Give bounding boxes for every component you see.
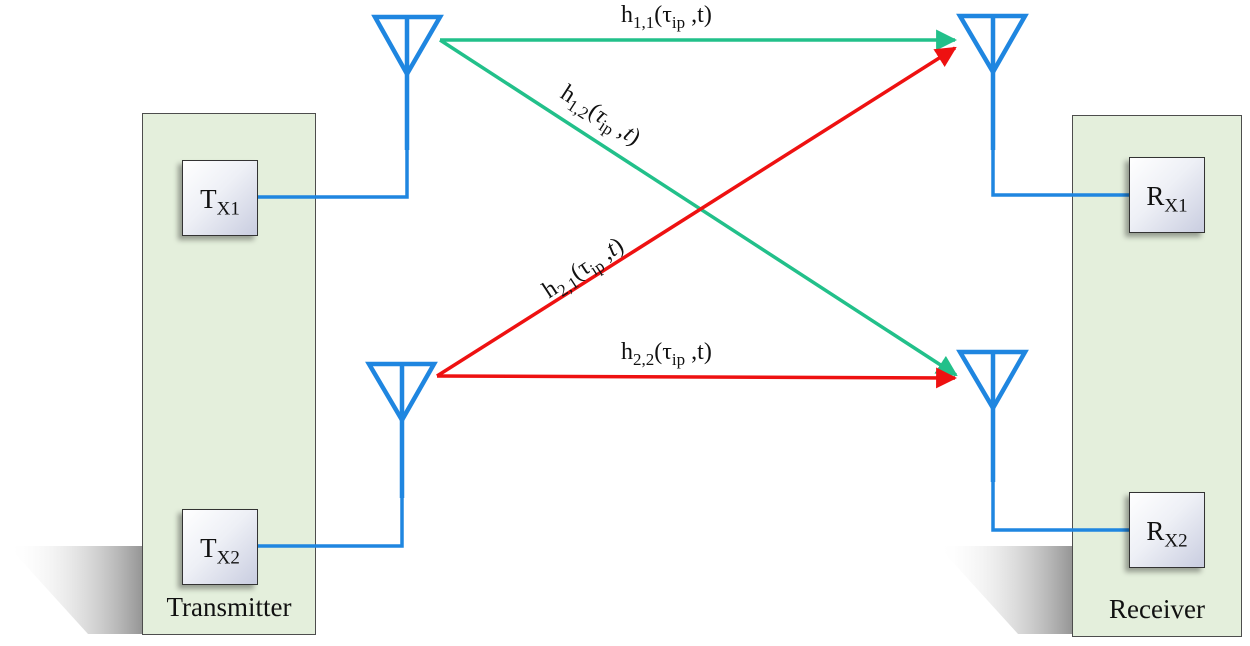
tx1-letter: T bbox=[200, 184, 217, 214]
tx1-subscript: X1 bbox=[216, 198, 240, 220]
h22-sep: , bbox=[685, 339, 698, 365]
h11-index: 1,1 bbox=[633, 12, 655, 32]
tx2-subscript: X2 bbox=[216, 547, 240, 569]
tx1-block: TX1 bbox=[182, 160, 258, 236]
rx2-antenna-icon bbox=[956, 349, 1029, 482]
h11-sep: , bbox=[685, 2, 698, 28]
tx1-wire bbox=[258, 150, 409, 199]
h22-tau-sub: ip bbox=[671, 349, 686, 369]
h11-open: ( bbox=[654, 2, 663, 28]
h11-h: h bbox=[621, 2, 633, 28]
h22-open: ( bbox=[654, 339, 663, 365]
rx2-letter: R bbox=[1146, 516, 1165, 546]
h11-t: t bbox=[697, 2, 704, 28]
rx2-subscript: X2 bbox=[1164, 530, 1188, 552]
link-h22 bbox=[436, 367, 958, 389]
h11-close: ) bbox=[703, 2, 712, 28]
link-h12 bbox=[439, 38, 958, 377]
rx1-subscript: X1 bbox=[1164, 195, 1188, 217]
transmitter-shadow bbox=[8, 546, 142, 634]
tx2-letter: T bbox=[200, 533, 217, 563]
transmitter-label: Transmitter bbox=[166, 592, 292, 622]
rx1-block: RX1 bbox=[1129, 157, 1205, 233]
tx2-wire bbox=[258, 498, 404, 548]
tx1-antenna-icon bbox=[371, 14, 444, 150]
h22-close: ) bbox=[703, 339, 712, 365]
link-h21 bbox=[436, 46, 957, 378]
h11-tau: τ bbox=[662, 2, 672, 28]
tx2-block: TX2 bbox=[182, 509, 258, 585]
rx2-block: RX2 bbox=[1129, 492, 1205, 568]
h11-tau-sub: ip bbox=[671, 12, 686, 32]
h22-h: h bbox=[621, 339, 633, 365]
rx1-letter: R bbox=[1146, 181, 1165, 211]
rx1-wire bbox=[991, 150, 1129, 197]
h22-index: 2,2 bbox=[633, 349, 655, 369]
h22-tau: τ bbox=[662, 339, 672, 365]
h22-t: t bbox=[697, 339, 704, 365]
rx1-antenna-icon bbox=[956, 13, 1029, 150]
tx2-antenna-icon bbox=[365, 361, 438, 498]
receiver-shadow bbox=[938, 546, 1072, 634]
rx2-wire bbox=[991, 482, 1129, 532]
receiver-label: Receiver bbox=[1109, 594, 1205, 624]
label-h11: h1,1(τip ,t) bbox=[621, 2, 712, 33]
label-h22: h2,2(τip ,t) bbox=[621, 339, 712, 370]
